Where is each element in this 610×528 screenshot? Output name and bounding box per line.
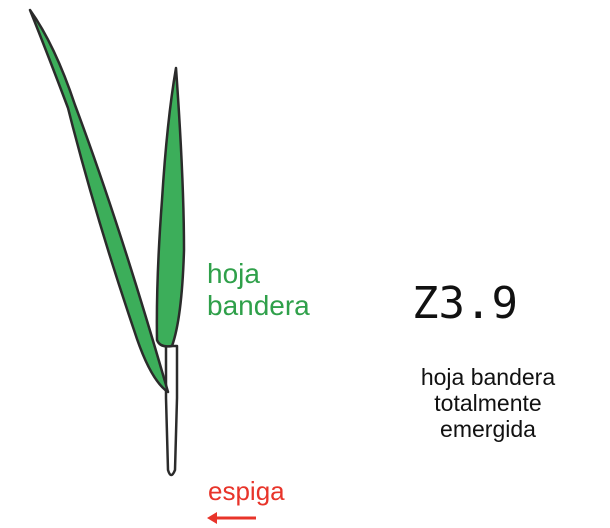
flag-leaf-label: hoja bandera [207, 258, 310, 322]
stem-sheath [166, 346, 177, 475]
stage-description-line-1: hoja bandera [368, 364, 608, 390]
flag-leaf-label-line-2: bandera [207, 290, 310, 322]
stage-description-line-2: totalmente [368, 390, 608, 416]
stage-description-line-3: emergida [368, 416, 608, 442]
spike-label: espiga [208, 476, 285, 506]
lower-leaf [30, 10, 168, 392]
stage-description: hoja bandera totalmente emergida [368, 364, 608, 442]
zadoks-stage-code: Z3.9 [380, 278, 550, 330]
flag-leaf [157, 68, 184, 346]
flag-leaf-label-line-1: hoja [207, 258, 310, 290]
left-arrow-icon [207, 512, 256, 524]
